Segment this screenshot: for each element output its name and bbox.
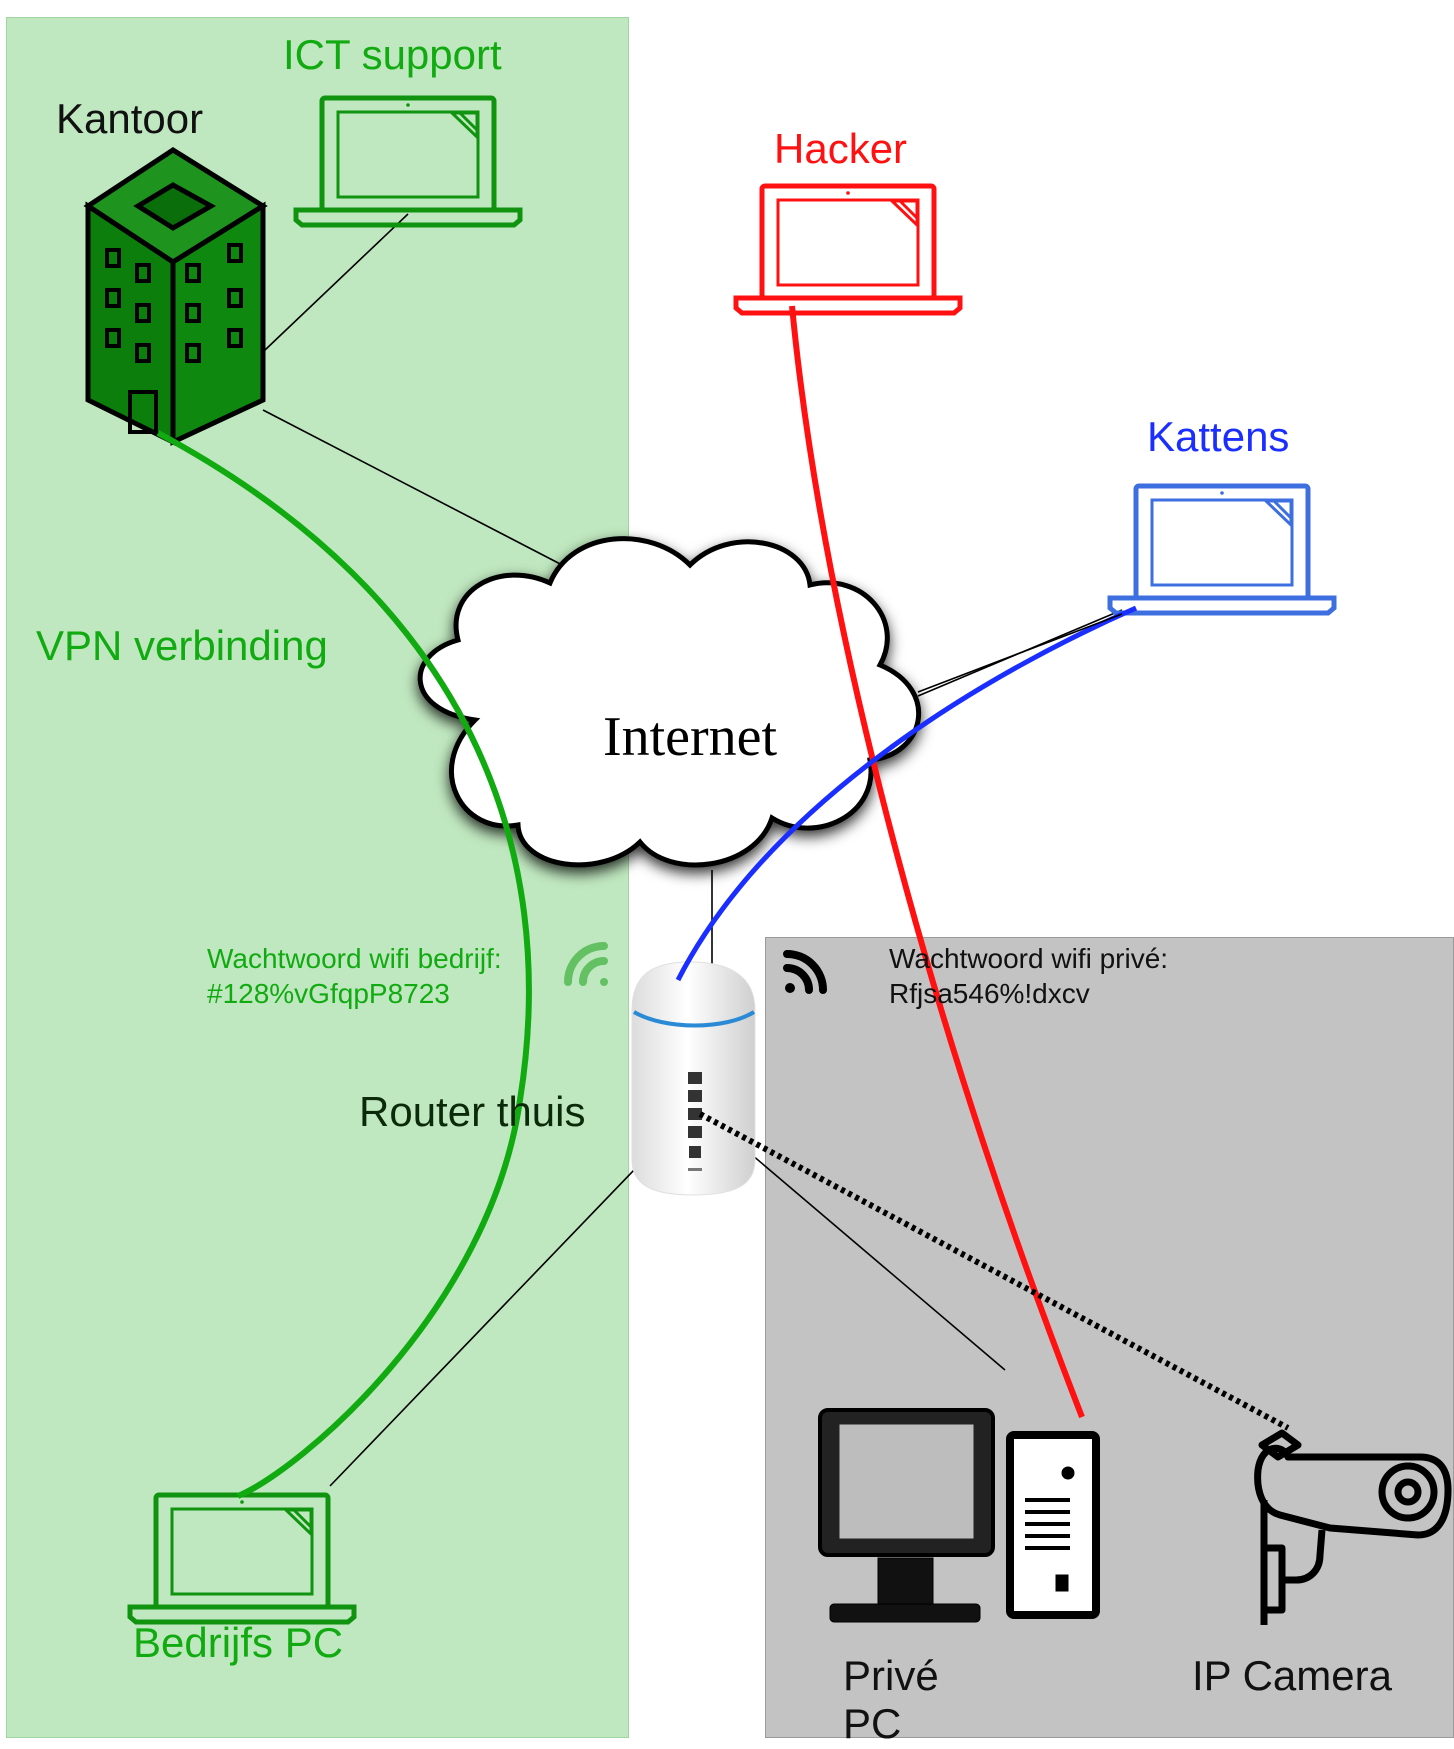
desktop-pc-icon: [818, 1408, 1100, 1623]
vpn-label: VPN verbinding: [36, 622, 328, 669]
cloud-icon: Internet: [417, 536, 922, 868]
vpn-link: [156, 430, 532, 1499]
prive-pc-label: Privé PC: [843, 1652, 939, 1748]
camera-link: [698, 1111, 1290, 1431]
kattens-link: [675, 605, 1138, 982]
wifi-icon: [564, 942, 608, 986]
private-wifi-password: Rfjsa546%!dxcv: [889, 978, 1090, 1009]
laptop-icon: [1110, 486, 1334, 613]
ip-camera-label: IP Camera: [1192, 1652, 1392, 1699]
wifi-icon: [783, 950, 827, 994]
laptop-icon: [736, 186, 960, 313]
company-wifi-password: #128%vGfqpP8723: [207, 978, 450, 1009]
kattens-label: Kattens: [1147, 413, 1290, 460]
security-camera-icon: [1254, 1429, 1452, 1625]
company-wifi-title: Wachtwoord wifi bedrijf:: [207, 943, 502, 974]
laptop-icon: [296, 98, 520, 225]
router-icon: [631, 961, 756, 1196]
internet-label: Internet: [603, 706, 778, 768]
hacker-label: Hacker: [774, 125, 908, 172]
router-label: Router thuis: [359, 1088, 586, 1135]
hacker-link: [789, 305, 1085, 1419]
ict-support-label: ICT support: [283, 31, 502, 78]
kantoor-label: Kantoor: [56, 95, 204, 142]
private-wifi-title: Wachtwoord wifi privé:: [889, 943, 1169, 974]
laptop-icon: [130, 1495, 354, 1622]
office-building-icon: [83, 147, 268, 447]
bedrijfs-pc-label: Bedrijfs PC: [133, 1619, 344, 1666]
